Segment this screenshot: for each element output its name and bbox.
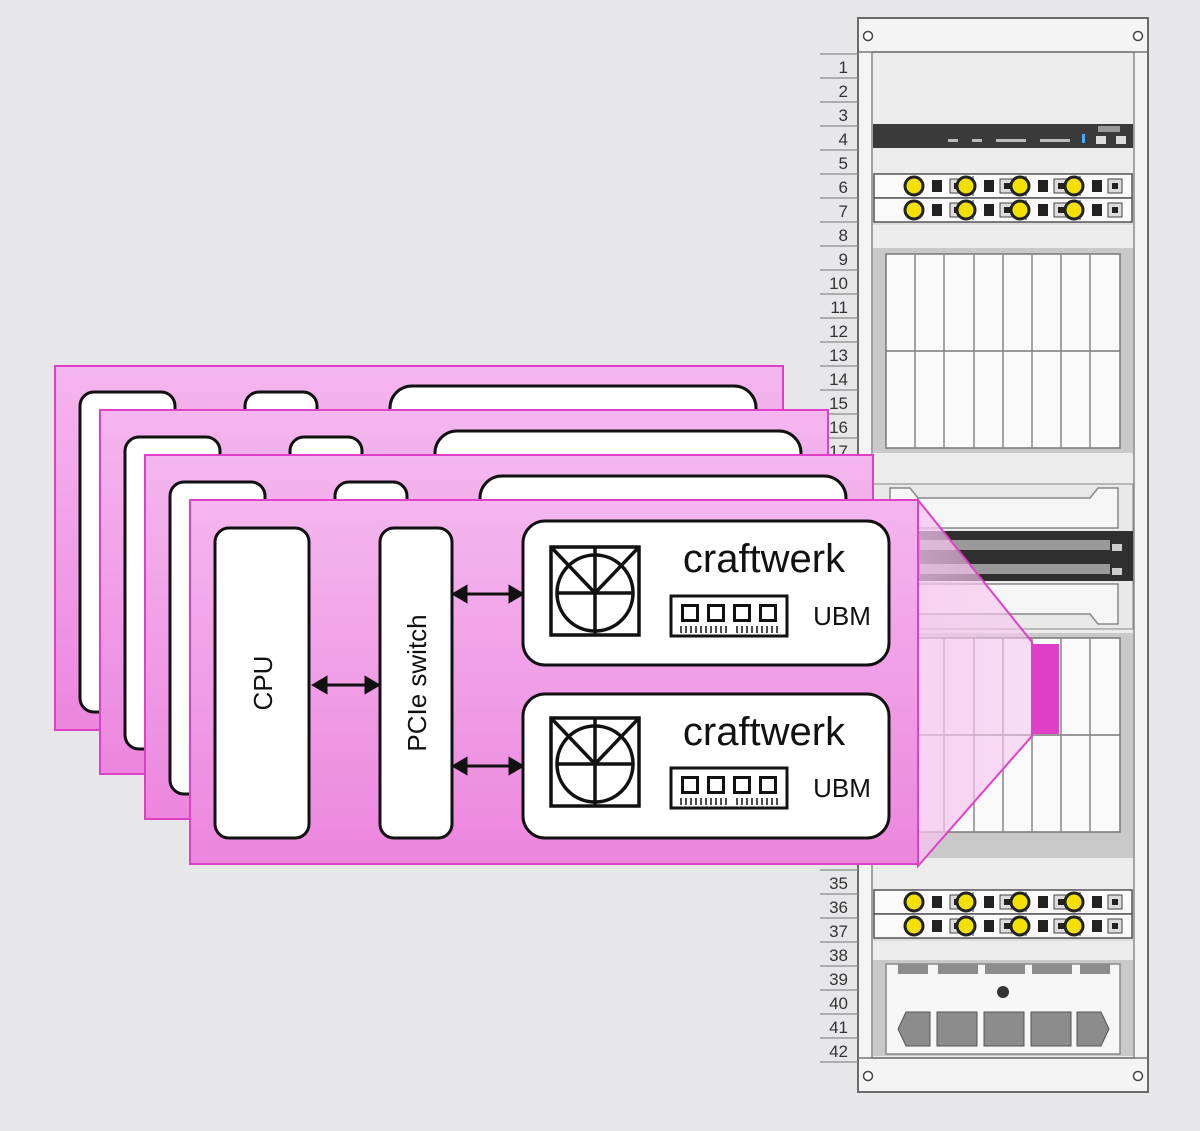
module-brand: craftwerk [683, 537, 846, 581]
rack-unit-label: 41 [829, 1018, 848, 1037]
rack-unit-label: 35 [829, 874, 848, 893]
rack-unit-label: 12 [829, 322, 848, 341]
rack-unit-label: 15 [829, 394, 848, 413]
rack-unit-label: 9 [839, 250, 848, 269]
highlighted-drive-slot [1032, 644, 1059, 734]
cpu-label: CPU [248, 656, 278, 711]
memory-module-icon [669, 594, 789, 638]
craftwerk-module-2: craftwerk UBM [521, 692, 891, 840]
rack-unit-label: 38 [829, 946, 848, 965]
rack-unit-label: 7 [839, 202, 848, 221]
rack-unit-numbers: 1234567891011121314151617353637383940414… [820, 53, 858, 1063]
mount-hole-icon [862, 30, 874, 42]
drive-chassis-upper [873, 248, 1133, 453]
bidirectional-arrow-icon [451, 756, 525, 776]
rack-unit-label: 4 [839, 130, 848, 149]
front-card: CPU PCIe switch [189, 499, 919, 865]
rack-unit-label: 1 [839, 58, 848, 77]
rack-unit-label: 6 [839, 178, 848, 197]
power-supply-upper [872, 172, 1134, 225]
bidirectional-arrow-icon [451, 584, 525, 604]
stacked-cards: CPU PCIe switch [54, 365, 919, 865]
rack-unit-label: 3 [839, 106, 848, 125]
pcie-switch-label: PCIe switch [402, 614, 432, 751]
rack-unit-label: 13 [829, 346, 848, 365]
mount-hole-icon [1132, 1070, 1144, 1082]
memory-module-icon [669, 766, 789, 810]
mount-hole-icon [862, 1070, 874, 1082]
pcie-switch-block [378, 526, 454, 840]
rack-unit-label: 10 [829, 274, 848, 293]
rack-unit-label: 8 [839, 226, 848, 245]
module-tag: UBM [813, 601, 871, 631]
rack-unit-label: 39 [829, 970, 848, 989]
top-switch-1u [873, 124, 1133, 148]
rack-unit-label: 14 [829, 370, 848, 389]
rack-unit-label: 36 [829, 898, 848, 917]
rack-unit-label: 40 [829, 994, 848, 1013]
rack-unit-label: 5 [839, 154, 848, 173]
rack-unit-label: 37 [829, 922, 848, 941]
cpu-block [213, 526, 311, 840]
module-brand: craftwerk [683, 710, 846, 754]
module-tag: UBM [813, 773, 871, 803]
mount-hole-icon [1132, 30, 1144, 42]
bottom-server [873, 960, 1133, 1056]
power-supply-lower [872, 888, 1134, 941]
craftwerk-module-1: craftwerk UBM [521, 519, 891, 667]
rack-unit-label: 42 [829, 1042, 848, 1061]
rack-unit-label: 16 [829, 418, 848, 437]
rack-unit-label: 2 [839, 82, 848, 101]
rack-unit-label: 11 [830, 298, 848, 317]
bidirectional-arrow-icon [311, 675, 381, 695]
